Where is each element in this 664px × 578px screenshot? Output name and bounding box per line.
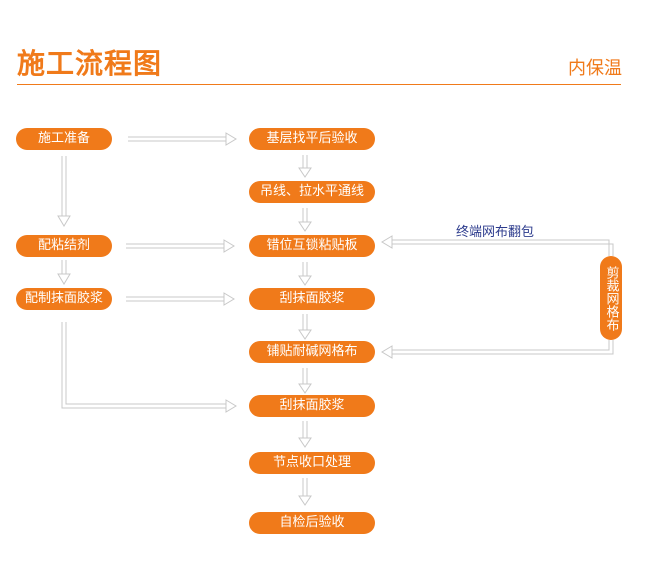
step-lay-mesh: 铺贴耐碱网格布 <box>249 341 375 363</box>
step-mix-adhesive: 配粘结剂 <box>16 235 112 257</box>
step-cut-mesh: 剪裁网格布 <box>600 256 622 340</box>
step-plumb-lines: 吊线、拉水平通线 <box>249 181 375 203</box>
arrow-side-bottom <box>392 340 614 355</box>
arrow-mortar-to-second-coat-head <box>225 399 237 413</box>
arrow-side-bottom-head <box>381 345 393 359</box>
arrow-mortar-to-coat-head <box>223 292 235 306</box>
step-base-inspection: 基层找平后验收 <box>249 128 375 150</box>
arrow-mortar-to-coat <box>126 296 224 302</box>
arrow-prepare-to-adhesive-head <box>57 215 71 227</box>
step-stagger-boards: 错位互锁粘贴板 <box>249 235 375 257</box>
step-final-inspection: 自检后验收 <box>249 512 375 534</box>
side-label-mesh-wrap: 终端网布翻包 <box>456 225 535 240</box>
header-divider <box>17 84 621 85</box>
arrow-prepare-to-adhesive <box>61 156 67 216</box>
arrow-adhesive-to-board-head <box>223 239 235 253</box>
arrow-mortar-to-second-coat <box>61 322 226 409</box>
step-prepare: 施工准备 <box>16 128 112 150</box>
arrow-adhesive-to-mortar <box>61 260 67 274</box>
step-node-finishing: 节点收口处理 <box>249 452 375 474</box>
step-mix-mortar: 配制抹面胶浆 <box>16 288 112 310</box>
arrow-side-top <box>392 239 614 256</box>
page-subtitle: 内保温 <box>568 58 622 79</box>
arrow-prepare-to-base-head <box>225 132 237 146</box>
arrow-adhesive-to-mortar-head <box>57 273 71 285</box>
arrow-side-top-head <box>381 235 393 249</box>
step-coat-mortar-1: 刮抹面胶浆 <box>249 288 375 310</box>
arrow-prepare-to-base <box>128 136 226 142</box>
arrow-adhesive-to-board <box>126 243 224 249</box>
page-title: 施工流程图 <box>17 47 163 80</box>
step-coat-mortar-2: 刮抹面胶浆 <box>249 395 375 417</box>
